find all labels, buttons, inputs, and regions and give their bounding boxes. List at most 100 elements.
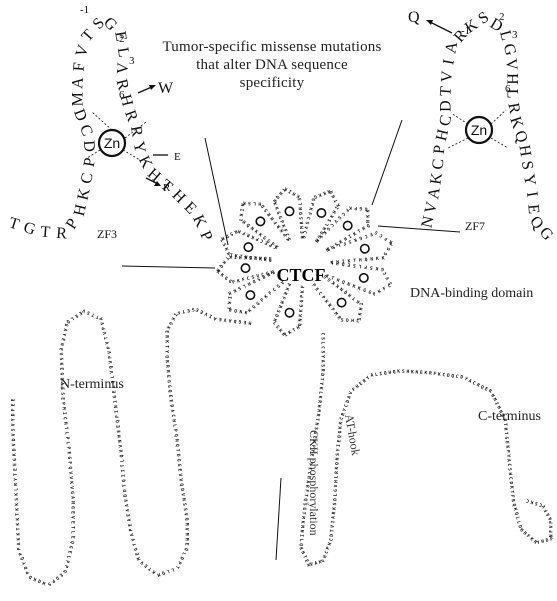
- n-chain-residue: K: [14, 502, 20, 505]
- n-chain-residue: E: [184, 543, 190, 546]
- c-chain-residue: T: [318, 377, 324, 381]
- n-chain-residue: A: [69, 496, 75, 499]
- n-chain-residue: M: [184, 538, 190, 541]
- n-chain-residue: G: [112, 395, 118, 399]
- n-chain-residue: S: [14, 498, 20, 501]
- n-chain-residue: T: [181, 308, 185, 314]
- n-chain-residue: M: [60, 407, 66, 411]
- ctcf-zinc-finger-domain: CPECPKRFMRSDHLSKHIKTHQNKKGCPKRFMRSDHLSKH…: [214, 185, 395, 338]
- zf3-zinc-label: Zn: [104, 135, 120, 151]
- zf3-amino-acid: F: [70, 62, 88, 72]
- loop-residue: F: [241, 277, 245, 284]
- loop-residue: C: [246, 276, 250, 283]
- n-chain-residue: L: [65, 555, 72, 559]
- ctcf-label: CTCF: [277, 265, 326, 285]
- zf3-amino-acid: M: [70, 92, 87, 106]
- n-chain-residue: V: [68, 476, 74, 479]
- zf7-amino-acid: P: [431, 144, 449, 154]
- zf3-amino-acid: K: [75, 186, 94, 202]
- n-chain-residue: G: [165, 380, 171, 384]
- n-chain-residue: F: [66, 461, 72, 464]
- c-chain-residue: K: [508, 486, 514, 490]
- c-chain-residue: R: [331, 511, 337, 515]
- c-chain-residue: L: [317, 391, 323, 395]
- c-chain-residue: F: [549, 530, 555, 533]
- c-chain-residue: L: [333, 493, 339, 496]
- loop-residue: S: [387, 280, 394, 285]
- c-chain-residue: N: [549, 534, 555, 537]
- c-chain-residue: Y: [335, 448, 341, 452]
- zf3-amino-acid: P: [81, 157, 99, 169]
- c-chain-residue: C: [525, 497, 530, 504]
- loop-residue: K: [232, 287, 237, 294]
- zf7-amino-acid: V: [502, 58, 520, 71]
- c-chain-residue: Q: [392, 369, 396, 375]
- c-terminal-chain: CSLCSYASRDTYKLKRHMRTHSGEKPYECYICHARFTQSG…: [298, 333, 555, 568]
- loop-residue: K: [300, 290, 306, 293]
- loop-residue: Q: [234, 308, 238, 314]
- n-chain-residue: G: [238, 318, 242, 324]
- n-chain-residue: Q: [67, 466, 73, 469]
- n-chain-residue: N: [173, 439, 179, 443]
- c-chain-residue: Y: [320, 355, 326, 358]
- n-chain-residue: Y: [21, 561, 28, 566]
- zf7-amino-acid: A: [425, 186, 444, 200]
- loop-residue: G: [367, 289, 372, 296]
- loop-zinc-circle: [317, 209, 325, 217]
- n-chain-residue: L: [171, 424, 177, 428]
- c-chain-residue: L: [298, 538, 304, 541]
- n-chain-residue: V: [11, 423, 17, 426]
- zf7-amino-acid: V: [422, 200, 441, 216]
- loop-residue: S: [249, 254, 252, 260]
- loop-residue: K: [238, 213, 244, 217]
- zf7-amino-acid: H: [515, 144, 534, 158]
- n-chain-residue: I: [121, 474, 127, 478]
- n-chain-residue: N: [117, 439, 123, 443]
- c-chain-residue: K: [504, 445, 510, 449]
- loop-residue: L: [297, 202, 303, 205]
- loop-zinc-circle: [285, 309, 293, 317]
- loop-residue: I: [226, 296, 232, 300]
- c-chain-residue: T: [503, 432, 509, 436]
- loop-residue: L: [358, 263, 362, 269]
- c-terminus-label: C-terminus: [478, 409, 541, 424]
- c-chain-residue: V: [333, 484, 339, 487]
- n-chain-residue: V: [107, 350, 113, 354]
- zf7-marker-6: 6: [505, 83, 511, 95]
- zf7-finger: Zn ZF7 NVAKCPHCDTVIARKSDLGVHLRKQHSYIEQG …: [408, 9, 557, 245]
- n-chain-residue: N: [58, 342, 64, 346]
- c-chain-residue: H: [333, 480, 339, 483]
- c-chain-residue: S: [506, 468, 512, 472]
- n-chain-residue: C: [62, 417, 68, 421]
- loop-residue: G: [362, 287, 367, 294]
- c-chain-residue: V: [549, 525, 555, 528]
- c-chain-residue: S: [332, 502, 338, 506]
- n-chain-residue: P: [106, 345, 113, 349]
- n-chain-residue: E: [116, 424, 122, 428]
- c-chain-residue: K: [438, 372, 442, 378]
- n-chain-residue: K: [15, 522, 21, 525]
- zf3-marker-6: 6: [119, 89, 125, 101]
- loop-residue: K: [382, 255, 386, 261]
- n-chain-residue: K: [58, 362, 64, 365]
- n-chain-residue: G: [166, 385, 172, 389]
- c-chain-residue: D: [332, 498, 338, 501]
- c-chain-residue: H: [334, 457, 340, 461]
- zf3-mutation-w: W: [158, 80, 174, 97]
- c-chain-residue: Q: [451, 373, 455, 379]
- loop-residue: G: [310, 197, 317, 201]
- n-chain-residue: E: [12, 468, 18, 471]
- c-chain-residue: F: [509, 495, 515, 499]
- n-chain-residue: M: [136, 556, 143, 561]
- n-chain-residue: L: [65, 441, 71, 445]
- zf3-amino-acid: P: [196, 228, 215, 243]
- n-terminal-chain: MEGDAVEAIVEESETFIKGKERKTYQRRREGGQEEDACHL…: [11, 306, 252, 587]
- n-chain-residue: V: [67, 471, 73, 474]
- n-chain-residue: P: [172, 429, 178, 433]
- n-chain-residue: L: [70, 531, 76, 534]
- n-chain-residue: T: [15, 527, 21, 530]
- n-chain-residue: V: [184, 528, 190, 531]
- zf3-marker-3: 3: [129, 55, 135, 67]
- c-chain-residue: L: [375, 372, 379, 378]
- n-chain-residue: A: [62, 328, 68, 332]
